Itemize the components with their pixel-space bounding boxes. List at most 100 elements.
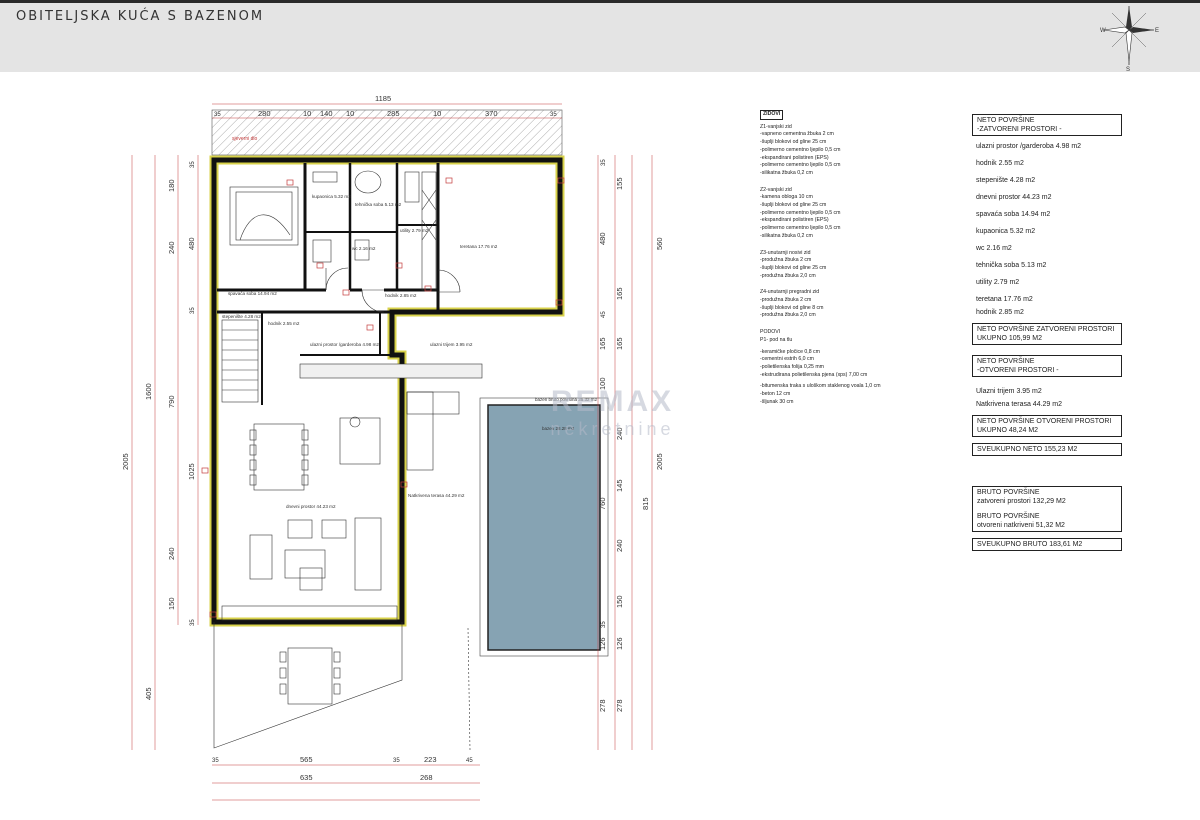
watermark: REMAX nekretnine [520,385,705,460]
legend-z4-0: -produžna žbuka 2 cm [760,297,812,304]
label-bazen: bazen 28.28 m2 [542,426,575,431]
page-title: OBITELJSKA KUĆA S BAZENOM [16,9,265,24]
dim-top-8: 35 [550,112,557,118]
zatvoreni-row-5: kupaonica 5.32 m2 [976,228,1036,235]
label-stepeniste: stepenište 4.28 m2 [222,314,261,319]
sveukupno-neto: SVEUKUPNO NETO 155,23 M2 [972,443,1122,456]
legend-p1-1: -cementni estrih 6,0 cm [760,356,814,363]
neto-otvoreni-title2: -OTVORENI PROSTORI - [977,367,1059,374]
legend-z2-2: -polimerno cementno ljepilo 0,5 cm [760,209,841,216]
dim-top-3: 140 [320,109,333,118]
dim-left-mid-0: 1600 [144,383,153,400]
dim-right-outer-1: 2005 [655,453,664,470]
zatvoreni-row-6: wc 2.16 m2 [976,245,1012,252]
dim-left-3: 480 [187,237,196,250]
legend-p1-6: -šljunak 30 cm [760,398,794,405]
dim-right-11: 815 [641,497,650,510]
legend-z1-title: Z1-vanjski zid [760,123,792,130]
dim-left-5: 790 [167,395,176,408]
legend-title: ZIDOVI [760,110,784,120]
zatvoreni-row-4: spavaća soba 14.94 m2 [976,211,1051,218]
doors [325,267,461,313]
otvoreni-row-0: Ulazni trijem 3.95 m2 [976,388,1042,395]
legend-p1-0: -keramičke pločice 0,8 cm [760,348,820,355]
neto-otvoreni-header: NETO POVRŠINE -OTVORENI PROSTORI - [972,355,1122,377]
legend-p1-3: -ekstrudirana polietilenska pjena (xps) … [760,371,868,378]
dim-left-7: 240 [167,547,176,560]
neto-otvoreni-ukupno: NETO POVRŠINE OTVORENI PROSTORI UKUPNO 4… [972,415,1122,437]
materials-legend: ZIDOVI Z1-vanjski zid -vapneno cementna … [760,110,940,416]
label-trijem: ulazni trijem 3.95 m2 [430,342,473,347]
legend-podovi-title: PODOVI [760,329,781,336]
dim-right-18: 278 [615,699,624,712]
label-spavaca: spavaća soba 14.94 m2 [228,291,277,296]
north-strip [211,109,563,156]
dim-bottom-3: 223 [424,755,437,764]
dim-right-17: 278 [598,699,607,712]
dim-bottom-5: 635 [300,773,313,782]
legend-p1-2: -polietilenska folija 0,25 mm [760,363,825,370]
dim-right-13: 150 [615,595,624,608]
dim-right-12: 760 [598,497,607,510]
label-terasa: Natkrivena terasa 44.29 m2 [408,493,465,498]
compass-s-label: S [1126,67,1130,73]
bruto2-title: BRUTO POVRŠINE [977,513,1040,520]
dim-top-6: 10 [433,109,441,118]
legend-z1-1: -šuplji blokovi od gline 25 cm [760,139,827,146]
dim-right-0: 35 [601,159,607,166]
zatvoreni-row-1: hodnik 2.55 m2 [976,160,1024,167]
legend-z2-1: -šuplji blokovi od gline 25 cm [760,202,827,209]
section-markers [201,177,565,618]
dim-left-outer: 2005 [121,453,130,470]
zatvoreni-row-7: tehnička soba 5.13 m2 [976,262,1047,269]
legend-p1-title: P1- pod na tlu [760,336,793,343]
label-utility: utility 2.79 m2 [400,228,429,233]
room-labels: spavaća soba 14.94 m2 kupaonica 5.32 m2 … [222,194,498,509]
dim-right-9: 145 [615,479,624,492]
watermark-brand: REMAX [550,385,675,418]
header-bar: OBITELJSKA KUĆA S BAZENOM W E S [0,0,1200,73]
label-dnevni: dnevni prostor 44.23 m2 [286,504,336,509]
legend-z3-2: -produžna žbuka 2,0 cm [760,272,816,279]
neto-otvoreni-title1: NETO POVRŠINE [977,358,1035,365]
label-bazen-plaza: bazen bruto površina 35.32 m2 [535,397,598,402]
legend-z1-3: -ekspandirani polistiren (EPS) [760,154,829,161]
legend-z3-title: Z3-unutarnji nosivi zid [760,249,811,256]
legend-z2-title: Z2-vanjski zid [760,186,792,193]
compass-rose-icon: W E S [1100,6,1159,73]
dim-top-2: 10 [303,109,311,118]
legend-z2-4: -polimerno cementno ljepilo 0,5 cm [760,225,841,232]
legend-z3-1: -šuplji blokovi od gline 25 cm [760,264,827,271]
bruto1-title: BRUTO POVRŠINE [977,489,1040,496]
bruto2-value: otvoreni natkriveni 51,32 M2 [977,522,1065,529]
label-kupaonica: kupaonica 5.32 m2 [312,194,351,199]
dim-right-16: 126 [615,637,624,650]
legend-p1-4: -bitumenska traka s uloškom staklenog vo… [760,383,881,390]
legend-z4-title: Z4-unutarnji pregradni zid [760,289,820,296]
zatvoreni-row-2: stepenište 4.28 m2 [976,177,1036,184]
legend-z1-2: -polimerno cementno ljepilo 0,5 cm [760,146,841,153]
legend-z2-3: -ekspandirani polistiren (EPS) [760,217,829,224]
neto-zatvoreni-title2: -ZATVORENI PROSTORI - [977,126,1062,133]
dim-top-total: 1185 [375,94,391,103]
legend-z4-1: -šuplji blokovi od gline 8 cm [760,304,824,311]
dimension-labels: 1185 35 280 10 140 10 285 10 370 35 2005… [121,94,664,782]
sveukupno-bruto: SVEUKUPNO BRUTO 183,61 M2 [972,538,1122,551]
dim-right-7: 100 [598,377,607,390]
dim-top-0: 35 [214,112,221,118]
bruto-box: BRUTO POVRŠINE zatvoreni prostori 132,29… [972,486,1122,532]
neto-zatvoreni-title1: NETO POVRŠINE [977,117,1035,124]
label-wc: wc 2.16 m2 [352,246,376,251]
legend-z4-2: -produžna žbuka 2,0 cm [760,312,816,319]
areas-summary: NETO POVRŠINE -ZATVORENI PROSTORI - ulaz… [972,112,1122,557]
otvoreni-row-1: Natkrivena terasa 44.29 m2 [976,401,1062,408]
pool [487,404,601,651]
dim-right-14: 35 [601,621,607,628]
dim-right-4: 45 [601,311,607,318]
legend-z2-0: -kamena obloga 10 cm [760,194,813,201]
dim-bottom-0: 35 [212,758,219,764]
zatvoreni-row-0: ulazni prostor /garderoba 4.98 m2 [976,143,1082,150]
dim-right-6: 165 [615,337,624,350]
neto-zatvoreni-ukupno: NETO POVRŠINE ZATVORENI PROSTORI UKUPNO … [972,323,1122,345]
dim-left-9: 35 [190,619,196,626]
